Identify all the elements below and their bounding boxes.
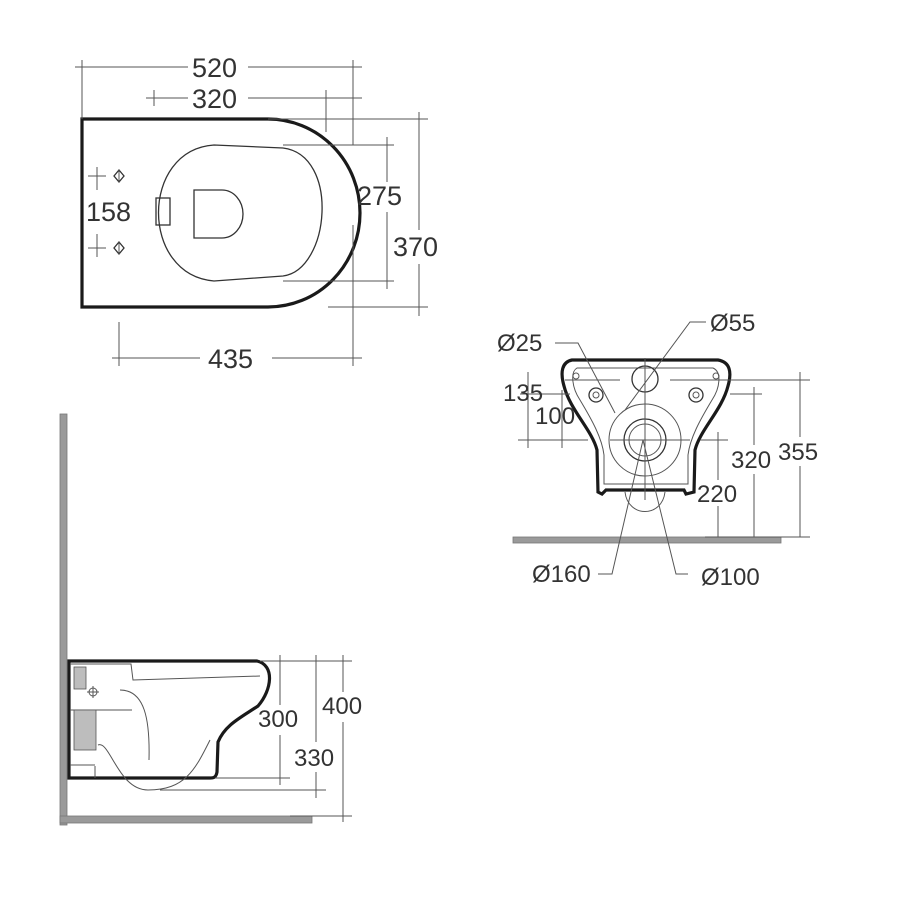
dim-135: 135 <box>503 380 543 407</box>
dim-dia-160: Ø160 <box>532 561 591 588</box>
floor-line <box>512 536 782 544</box>
side-outline <box>67 659 272 780</box>
dim-dia-100: Ø100 <box>701 564 760 591</box>
dim-435: 435 <box>208 344 253 374</box>
dim-100-offset: 100 <box>535 403 575 430</box>
side-view: 300 330 400 <box>59 413 362 826</box>
dim-320-front: 320 <box>731 447 771 474</box>
dim-400: 400 <box>322 693 362 720</box>
plan-view: 520 320 435 158 275 370 <box>75 53 438 374</box>
bowl-waste-shape <box>193 189 244 239</box>
fixing-hole-bottom <box>88 234 125 257</box>
hatch-bottom <box>73 709 97 751</box>
hatch-top <box>73 666 87 690</box>
hinge-block <box>155 197 171 226</box>
fixing-hole-right <box>688 387 704 403</box>
front-view: Ø25 Ø55 135 100 320 355 220 Ø160 Ø100 <box>497 310 818 591</box>
dim-370: 370 <box>393 232 438 262</box>
bowl-opening <box>158 144 323 282</box>
wall <box>59 413 68 826</box>
dim-355: 355 <box>778 439 818 466</box>
dim-300: 300 <box>258 706 298 733</box>
floor <box>59 815 313 824</box>
dim-dia-55: Ø55 <box>710 310 755 337</box>
front-outline <box>560 358 732 496</box>
dim-dia-25: Ø25 <box>497 330 542 357</box>
dim-330: 330 <box>294 745 334 772</box>
dim-158: 158 <box>86 197 131 227</box>
plan-outline <box>80 117 362 309</box>
dim-520: 520 <box>192 53 237 83</box>
dim-320-plan: 320 <box>192 84 237 114</box>
dim-275: 275 <box>357 181 402 211</box>
dim-220: 220 <box>697 481 737 508</box>
fixing-hole-left <box>588 387 604 403</box>
fixing-hole-top <box>88 167 125 190</box>
